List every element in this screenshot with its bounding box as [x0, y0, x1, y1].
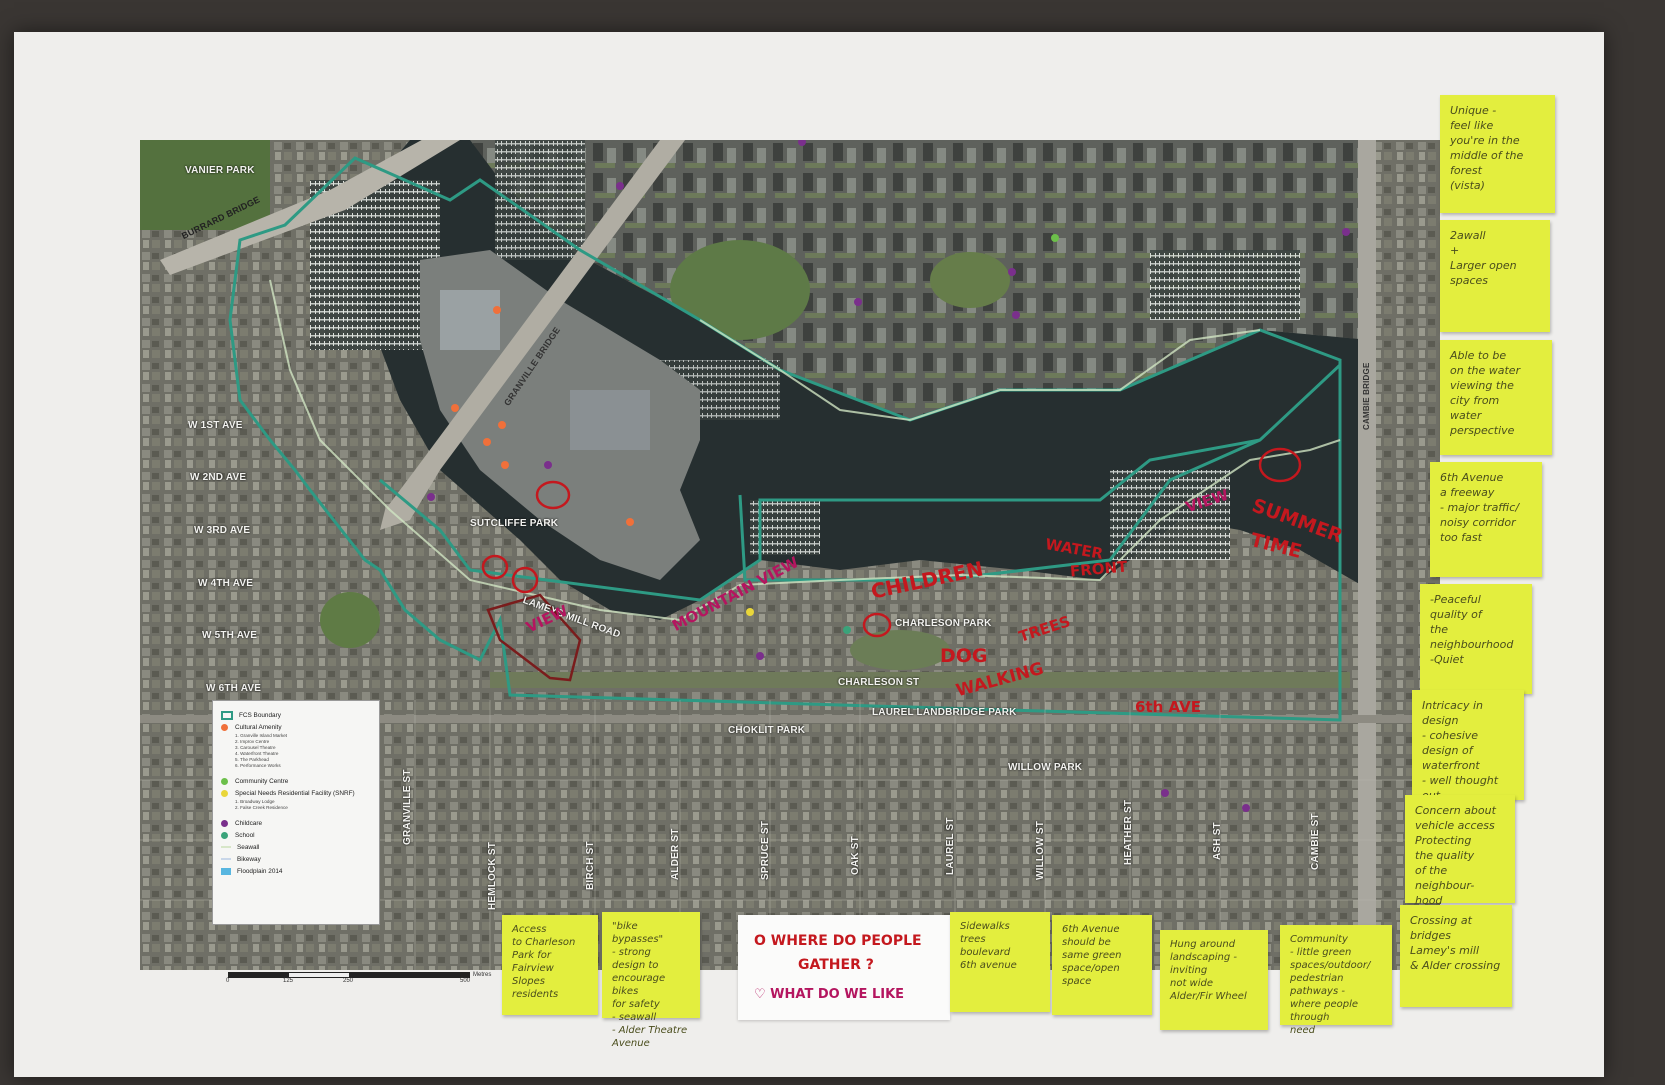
sticky-note-bottom-6[interactable]: Community - little green spaces/outdoor/…	[1280, 925, 1392, 1036]
aerial-map[interactable]: VANIER PARK BURRARD BRIDGE GRANVILLE BRI…	[140, 140, 1440, 970]
scale-bar: 0 125 250 500 Metres	[226, 972, 492, 984]
sticky-note-bottom-3[interactable]: Sidewalks trees boulevard 6th avenue	[950, 912, 1050, 1012]
legend-snrf-dot	[221, 789, 228, 797]
gather-line-2: GATHER ?	[798, 957, 874, 973]
legend-cultural-dot	[221, 723, 228, 731]
label-charleson-st: CHARLESON ST	[838, 677, 920, 688]
label-granville-st: GRANVILLE ST	[402, 769, 413, 845]
legend-school-dot	[221, 831, 228, 839]
gather-line-3: ♡ WHAT DO WE LIKE	[754, 987, 905, 1002]
gather-line-1: O WHERE DO PEOPLE	[754, 933, 922, 949]
label-w3rd: W 3RD AVE	[194, 525, 251, 536]
legend-cultural-5: 5. The Parkhead	[235, 757, 269, 762]
map-legend: FCS Boundary Cultural Amenity 1. Granvil…	[212, 700, 380, 925]
label-w6th: W 6TH AVE	[206, 683, 262, 694]
sticky-note-right-6[interactable]: Intricacy in design - cohesive design of…	[1412, 690, 1524, 802]
sticky-note-bottom-4[interactable]: 6th Avenue should be same green space/op…	[1052, 915, 1152, 1015]
legend-childcare-dot	[221, 819, 228, 827]
legend-cultural-4: 4. Waterfront Theatre	[235, 751, 279, 756]
label-willow-park: WILLOW PARK	[1008, 762, 1083, 773]
label-cambie-bridge: CAMBIE BRIDGE	[1362, 362, 1371, 431]
sticky-note-bottom-5[interactable]: Hung around landscaping - inviting not w…	[1160, 930, 1268, 1030]
map-canvas	[140, 140, 1440, 970]
legend-floodplain-swatch	[221, 867, 231, 875]
label-choklit-park: CHOKLIT PARK	[728, 725, 806, 736]
sticky-note-right-7[interactable]: Concern about vehicle access Protecting …	[1405, 795, 1515, 907]
gather-prompt-card: O WHERE DO PEOPLE GATHER ? ♡ WHAT DO WE …	[738, 915, 950, 1020]
cultural-amenity-markers	[451, 306, 634, 526]
label-oak-st: OAK ST	[850, 836, 861, 875]
annotation-6th-ave: 6th AVE	[1135, 698, 1201, 716]
label-laurel-st: LAUREL ST	[945, 817, 956, 875]
label-sutcliffe-park: SUTCLIFFE PARK	[470, 518, 559, 529]
label-birch-st: BIRCH ST	[585, 841, 596, 890]
legend-boundary-swatch	[221, 710, 233, 720]
legend-cultural-3: 3. Carousel Theatre	[235, 745, 276, 750]
childcare-markers	[427, 140, 1350, 812]
legend-seawall-line	[221, 846, 231, 848]
label-w2nd: W 2ND AVE	[190, 472, 247, 483]
legend-cultural-2: 2. Improv Centre	[235, 739, 270, 744]
label-ash-st: ASH ST	[1212, 822, 1223, 860]
sticky-note-right-5[interactable]: -Peaceful quality of the neighbourhood -…	[1420, 584, 1532, 694]
legend-snrf-2: 2. False Creek Residence	[235, 805, 288, 810]
legend-cultural-6: 6. Performance Works	[235, 763, 281, 768]
label-spruce-st: SPRUCE ST	[760, 820, 771, 880]
sticky-note-right-3[interactable]: Able to be on the water viewing the city…	[1440, 340, 1552, 455]
sticky-note-right-1[interactable]: Unique - feel like you're in the middle …	[1440, 95, 1555, 213]
label-w4th: W 4TH AVE	[198, 578, 254, 589]
label-alder-st: ALDER ST	[670, 828, 681, 880]
sticky-note-bottom-1[interactable]: Access to Charleson Park for Fairview Sl…	[502, 915, 598, 1015]
label-heather-st: HEATHER ST	[1123, 799, 1134, 865]
red-marker-circles	[481, 447, 1302, 682]
annotation-dog: DOG	[940, 645, 988, 667]
label-hemlock-st: HEMLOCK ST	[487, 841, 498, 910]
legend-bikeway-line	[221, 858, 231, 860]
label-willow-st: WILLOW ST	[1035, 820, 1046, 880]
label-vanier-park: VANIER PARK	[185, 165, 255, 176]
label-charleson-park: CHARLESON PARK	[895, 618, 992, 629]
label-laurel-landbridge-park: LAUREL LANDBRIDGE PARK	[872, 707, 1017, 718]
sticky-note-right-2[interactable]: 2awall + Larger open spaces	[1440, 220, 1550, 332]
sticky-note-bottom-2[interactable]: "bike bypasses" - strong design to encou…	[602, 912, 700, 1049]
label-w5th: W 5TH AVE	[202, 630, 258, 641]
sticky-note-right-4[interactable]: 6th Avenue a freeway - major traffic/ no…	[1430, 462, 1542, 577]
label-w1st: W 1ST AVE	[188, 420, 243, 431]
label-cambie-st: CAMBIE ST	[1310, 813, 1321, 870]
legend-snrf-1: 1. Broadway Lodge	[235, 799, 275, 804]
legend-cultural-1: 1. Granville Island Market	[235, 733, 288, 738]
sticky-note-right-8[interactable]: Crossing at bridges Lamey's mill & Alder…	[1400, 905, 1512, 1007]
legend-community-dot	[221, 777, 228, 785]
